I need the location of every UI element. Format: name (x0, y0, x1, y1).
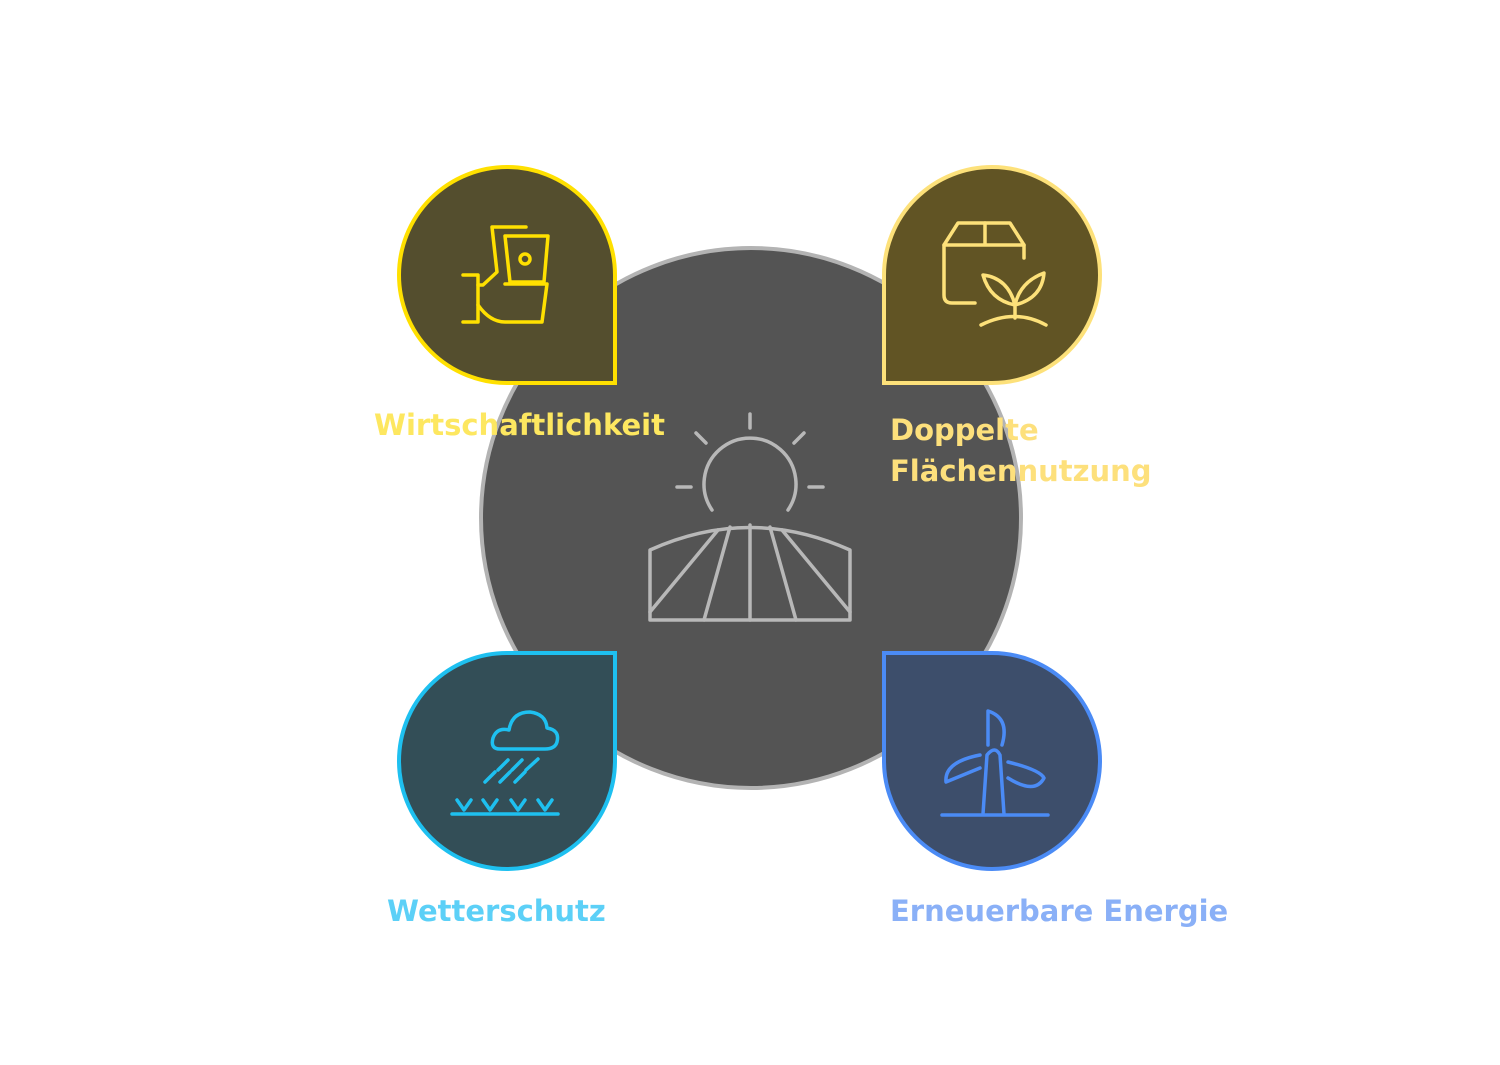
wind-turbine-icon (940, 709, 1050, 817)
label-wirtschaftlichkeit: Wirtschaftlichkeit (374, 408, 665, 442)
node-doppelte-flaechennutzung (882, 165, 1102, 385)
solar-field-sun-icon (648, 412, 852, 622)
node-wirtschaftlichkeit (397, 165, 617, 385)
label-flaechennutzung: Flächennutzung (890, 454, 1152, 488)
box-plant-icon (942, 221, 1048, 327)
node-erneuerbare-energie (882, 651, 1102, 871)
label-erneuerbare-energie: Erneuerbare Energie (890, 894, 1228, 928)
label-wetterschutz: Wetterschutz (387, 894, 606, 928)
rain-cloud-crops-icon (450, 710, 560, 816)
hand-money-icon (461, 225, 550, 324)
label-doppelte: Doppelte (890, 413, 1039, 447)
